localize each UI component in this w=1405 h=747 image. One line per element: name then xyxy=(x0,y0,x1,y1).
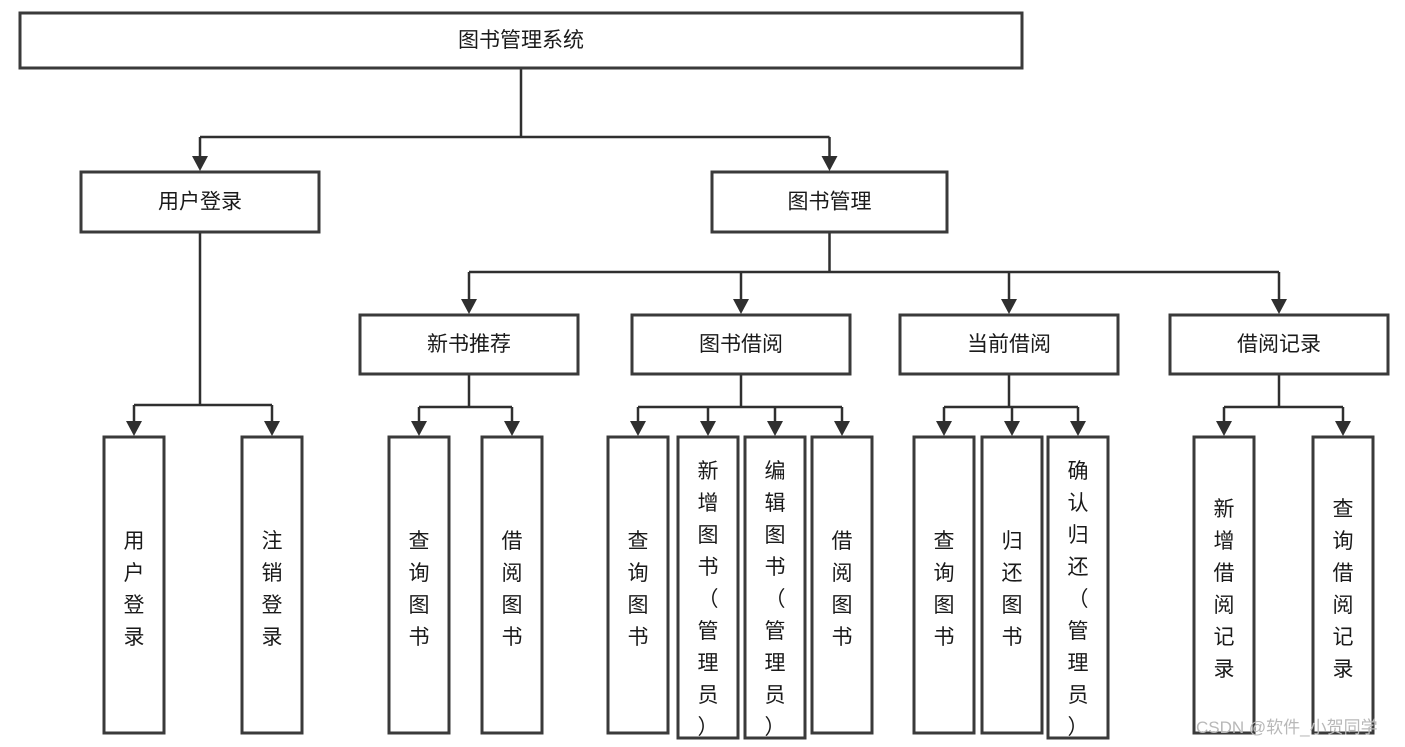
node-label: 归还图书 xyxy=(1002,530,1023,649)
connector-group-login xyxy=(126,232,280,436)
node-box[interactable] xyxy=(810,435,874,735)
node-box[interactable] xyxy=(980,435,1044,735)
arrow-head-icon xyxy=(1335,421,1351,436)
arrow-head-icon xyxy=(1070,421,1086,436)
arrow-head-icon xyxy=(733,299,749,314)
watermark-label: CSDN @软件_小贺同学 xyxy=(1196,718,1378,737)
node-label: 注销登录 xyxy=(262,530,283,649)
node-leaf-query-book-borrow[interactable]: 查询图书 xyxy=(606,435,670,735)
arrow-head-icon xyxy=(264,421,280,436)
node-records[interactable]: 借阅记录 xyxy=(1168,313,1390,376)
arrow-head-icon xyxy=(700,421,716,436)
connector-group-bookmgmt xyxy=(461,232,1287,314)
node-label: 查询借阅记录 xyxy=(1333,498,1354,681)
arrow-head-icon xyxy=(630,421,646,436)
node-label: 新增图书（管理员） xyxy=(698,460,719,739)
connector-group-current xyxy=(936,374,1086,436)
node-bookmgmt[interactable]: 图书管理 xyxy=(710,170,949,234)
node-label: 用户登录 xyxy=(124,530,145,649)
node-label: 编辑图书（管理员） xyxy=(765,460,786,739)
node-leaf-add-book-admin[interactable]: 新增图书（管理员） xyxy=(676,435,740,740)
node-leaf-query-record[interactable]: 查询借阅记录 xyxy=(1311,435,1375,735)
arrow-head-icon xyxy=(1216,421,1232,436)
node-newbook[interactable]: 新书推荐 xyxy=(358,313,580,376)
node-label: 借阅图书 xyxy=(502,530,523,649)
node-box[interactable] xyxy=(1046,435,1110,740)
connector-group-records xyxy=(1216,374,1351,436)
node-box[interactable] xyxy=(630,313,852,376)
connector-group-root xyxy=(192,68,838,171)
node-leaf-add-record[interactable]: 新增借阅记录 xyxy=(1192,435,1256,735)
node-box[interactable] xyxy=(912,435,976,735)
arrow-head-icon xyxy=(1001,299,1017,314)
node-box[interactable] xyxy=(1311,435,1375,735)
node-label: 查询图书 xyxy=(409,530,430,649)
connectors-layer xyxy=(126,68,1351,436)
arrow-head-icon xyxy=(1004,421,1020,436)
node-leaf-borrow-book-new[interactable]: 借阅图书 xyxy=(480,435,544,735)
node-box[interactable] xyxy=(102,435,166,735)
node-leaf-confirm-return-admin[interactable]: 确认归还（管理员） xyxy=(1046,435,1110,740)
node-leaf-edit-book-admin[interactable]: 编辑图书（管理员） xyxy=(743,435,807,740)
node-label: 借阅记录 xyxy=(1237,333,1321,356)
node-leaf-return-book[interactable]: 归还图书 xyxy=(980,435,1044,735)
node-box[interactable] xyxy=(240,435,304,735)
node-box[interactable] xyxy=(387,435,451,735)
arrow-head-icon xyxy=(767,421,783,436)
node-leaf-query-book-current[interactable]: 查询图书 xyxy=(912,435,976,735)
connector-group-borrow xyxy=(630,374,850,436)
node-login[interactable]: 用户登录 xyxy=(79,170,321,234)
node-label: 确认归还（管理员） xyxy=(1068,460,1089,739)
node-box[interactable] xyxy=(606,435,670,735)
arrow-head-icon xyxy=(834,421,850,436)
node-box[interactable] xyxy=(358,313,580,376)
node-current[interactable]: 当前借阅 xyxy=(898,313,1120,376)
arrow-head-icon xyxy=(936,421,952,436)
node-label: 用户登录 xyxy=(158,191,242,214)
connector-group-newbook xyxy=(411,374,520,436)
node-label: 借阅图书 xyxy=(832,530,853,649)
node-box[interactable] xyxy=(676,435,740,740)
node-label: 查询图书 xyxy=(934,530,955,649)
node-box[interactable] xyxy=(1168,313,1390,376)
node-box[interactable] xyxy=(743,435,807,740)
arrow-head-icon xyxy=(411,421,427,436)
node-leaf-user-login[interactable]: 用户登录 xyxy=(102,435,166,735)
node-box[interactable] xyxy=(79,170,321,234)
arrow-head-icon xyxy=(1271,299,1287,314)
node-borrow[interactable]: 图书借阅 xyxy=(630,313,852,376)
node-box[interactable] xyxy=(710,170,949,234)
nodes-layer: 图书管理系统用户登录图书管理新书推荐图书借阅当前借阅借阅记录用户登录注销登录查询… xyxy=(18,11,1390,740)
node-leaf-user-logout[interactable]: 注销登录 xyxy=(240,435,304,735)
arrow-head-icon xyxy=(821,156,838,171)
arrow-head-icon xyxy=(192,156,208,171)
arrow-head-icon xyxy=(461,299,477,314)
node-label: 图书管理 xyxy=(788,191,872,214)
node-box[interactable] xyxy=(18,11,1024,70)
node-box[interactable] xyxy=(898,313,1120,376)
node-root[interactable]: 图书管理系统 xyxy=(18,11,1024,70)
node-leaf-query-book-new[interactable]: 查询图书 xyxy=(387,435,451,735)
node-box[interactable] xyxy=(480,435,544,735)
arrow-head-icon xyxy=(504,421,520,436)
node-label: 当前借阅 xyxy=(967,333,1051,356)
node-label: 图书借阅 xyxy=(699,333,783,356)
node-leaf-borrow-book[interactable]: 借阅图书 xyxy=(810,435,874,735)
node-label: 图书管理系统 xyxy=(458,29,584,52)
node-label: 新增借阅记录 xyxy=(1214,498,1235,681)
node-box[interactable] xyxy=(1192,435,1256,735)
node-label: 查询图书 xyxy=(628,530,649,649)
arrow-head-icon xyxy=(126,421,142,436)
node-label: 新书推荐 xyxy=(427,333,511,356)
